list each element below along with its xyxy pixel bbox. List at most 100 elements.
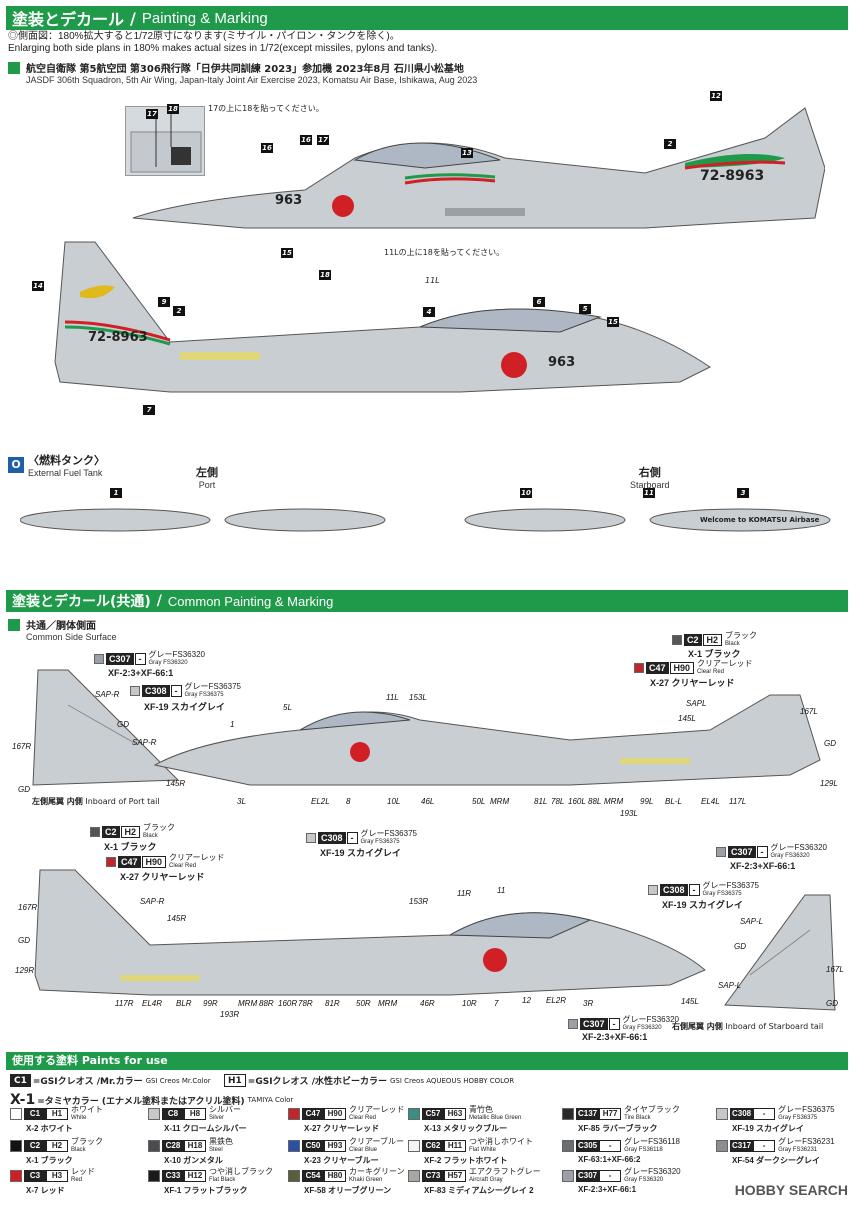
paint-en: Gray FS36320 — [624, 1177, 664, 1183]
paint-jp: つや消しホワイト — [469, 1137, 533, 1146]
lbl-46r: 46R — [420, 999, 435, 1008]
code-c: C47 — [118, 856, 141, 868]
paint-en: Gray FS36118 — [624, 1147, 663, 1153]
lbl-mrm-d: MRM — [378, 999, 398, 1008]
paints-header: 使用する塗料 Paints for use — [6, 1052, 848, 1070]
paint-en: Flat Black — [209, 1177, 236, 1183]
legend-tamiya: X-1 =タミヤカラー (エナメル塗料またはアクリル塗料) TAMIYA Col… — [10, 1092, 293, 1108]
decal-15b-tag: 15 — [607, 317, 619, 327]
paint-swatch-icon — [288, 1170, 300, 1182]
paint-jp: つや消しブラック — [209, 1167, 273, 1176]
swatch-c307-icon — [568, 1019, 578, 1029]
lbl-sap-l-a: SAP-L — [740, 917, 764, 926]
paint-swatch-icon — [10, 1140, 22, 1152]
code-c: C47 — [646, 662, 669, 674]
cname-jp: グレーFS36375 — [702, 881, 759, 890]
common-starboard-aircraft — [34, 869, 706, 996]
decal-12-tag: 12 — [710, 91, 722, 101]
code-h: - — [134, 653, 146, 665]
paint-h-code: H57 — [444, 1170, 466, 1182]
header-en: Painting & Marking — [141, 9, 268, 27]
lbl-153l: 153L — [409, 693, 427, 702]
lbl-160l: 160L — [568, 797, 586, 806]
green-square-icon-2 — [8, 619, 20, 631]
paint-swatch-icon — [716, 1140, 728, 1152]
swatch-c2-icon — [672, 635, 682, 645]
code-h: - — [170, 685, 182, 697]
paint-jp: ブラック — [71, 1137, 103, 1146]
cname-en: Gray FS36320 — [622, 1025, 662, 1031]
code-c: C2 — [684, 634, 702, 646]
paint-swatch-icon — [288, 1108, 300, 1120]
cname-en: Gray FS36375 — [702, 891, 742, 897]
lbl-gd-e: GD — [734, 942, 746, 951]
chip-c307-b-mix: XF-2:3+XF-66:1 — [730, 861, 796, 871]
port-label: 左側 Port — [196, 464, 218, 490]
lbl-11l: 11L — [386, 693, 399, 702]
chip-c307-c-mix: XF-2:3+XF-66:1 — [582, 1032, 648, 1042]
paint-c-code: C2 — [24, 1140, 46, 1152]
paint-tamiya: XF-2:3+XF-66:1 — [578, 1185, 637, 1194]
port-en: Port — [198, 480, 216, 490]
paint-h-code: H18 — [184, 1140, 206, 1152]
lbl-el4l: EL4L — [701, 797, 720, 806]
paint-tamiya: XF-2 フラットホワイト — [424, 1156, 508, 1165]
stbd-jp: 右側 — [638, 466, 661, 479]
lbl-81l: 81L — [534, 797, 548, 806]
lbl-el2l: EL2L — [311, 797, 330, 806]
lbl-11r: 11R — [457, 889, 472, 898]
paint-c-code: C57 — [422, 1108, 444, 1120]
legend-h1-box: H1 — [224, 1074, 246, 1087]
paint-en: Clear Blue — [349, 1147, 378, 1153]
paint-h-code: - — [599, 1140, 622, 1152]
paint-swatch-icon — [562, 1108, 574, 1120]
inset-note: 17の上に18を貼ってください。 — [208, 104, 324, 113]
note-jp: ◎側面図：180%拡大すると1/72原寸になります(ミサイル・パイロン・タンクを… — [8, 31, 400, 42]
lbl-145r-b: 145R — [167, 914, 187, 923]
paint-swatch-icon — [716, 1108, 728, 1120]
lbl-mrm-b: MRM — [604, 797, 624, 806]
paint-en: Metallic Blue Green — [469, 1115, 522, 1121]
paint-jp: タイヤブラック — [624, 1105, 680, 1114]
paint-jp: エアクラフトグレー — [469, 1167, 541, 1176]
lbl-blr: BLR — [176, 999, 192, 1008]
lbl-99r: 99R — [203, 999, 218, 1008]
lbl-gd-b: GD — [18, 785, 30, 794]
paint-en: Silver — [209, 1115, 225, 1121]
swatch-c2-icon — [90, 827, 100, 837]
paint-jp: レッド — [71, 1167, 95, 1176]
paint-c-code: C137 — [576, 1108, 600, 1120]
paint-jp: 黒鉄色 — [209, 1137, 233, 1146]
lbl-129r: 129R — [15, 966, 35, 975]
legend-aqueous: H1 =GSIクレオス /水性ホビーカラー GSI Creos AQUEOUS … — [224, 1074, 514, 1087]
fuel-tanks-drawing — [20, 508, 831, 532]
chip-c2-a-mix: X-1 ブラック — [688, 649, 741, 659]
code-h: - — [346, 832, 358, 844]
decal-9-tag: 9 — [158, 297, 170, 307]
legend-h1-jp: =GSIクレオス /水性ホビーカラー — [247, 1077, 387, 1087]
cname-jp: グレーFS36375 — [184, 682, 241, 691]
code-c: C308 — [660, 884, 688, 896]
hobby-search-watermark: HOBBY SEARCH — [734, 1182, 848, 1198]
paint-swatch-icon — [408, 1140, 420, 1152]
chip-c308-c-mix: XF-19 スカイグレイ — [662, 900, 743, 910]
chip-c308-a-mix: XF-19 スカイグレイ — [144, 702, 225, 712]
decal-2b-tag: 2 — [173, 306, 185, 316]
paint-swatch-icon — [148, 1170, 160, 1182]
paint-tamiya: XF-85 ラバーブラック — [578, 1124, 658, 1133]
code-h: H2 — [702, 634, 723, 646]
aircraft-starboard-view — [132, 107, 825, 229]
code-h: - — [688, 884, 700, 896]
modex-starboard: 963 — [275, 193, 303, 208]
lbl-193l: 193L — [620, 809, 638, 818]
paint-c-code: C308 — [730, 1108, 754, 1120]
paint-c-code: C307 — [576, 1170, 600, 1182]
